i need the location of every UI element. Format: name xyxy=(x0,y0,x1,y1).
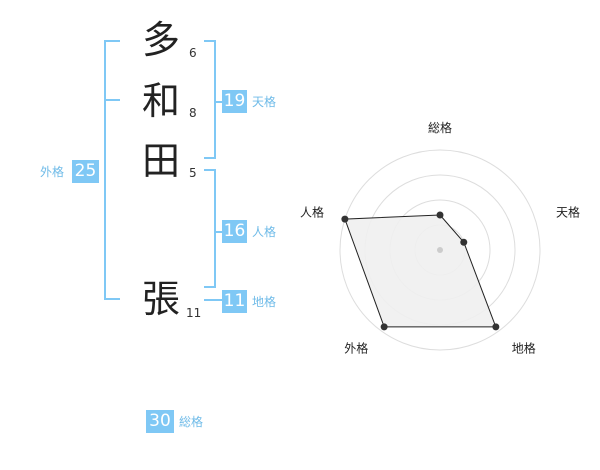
soukaku-label: 総格 xyxy=(179,415,204,429)
bracket-connector xyxy=(214,231,222,233)
chikaku-connector xyxy=(204,299,222,301)
radar-center xyxy=(437,247,443,253)
radar-area xyxy=(344,214,497,328)
bracket-tick xyxy=(104,298,120,300)
radar-axis-label: 総格 xyxy=(428,120,452,135)
gaikaku-label: 外格 xyxy=(40,165,65,179)
bracket-connector xyxy=(214,101,222,103)
radar-ring xyxy=(339,149,541,351)
stroke-count: 8 xyxy=(189,106,197,120)
soukaku-value: 30 xyxy=(146,410,174,433)
bracket-tick xyxy=(204,40,216,42)
chikaku-value: 11 xyxy=(222,290,247,313)
tenkaku-bracket xyxy=(214,40,216,159)
name-character: 多 xyxy=(141,18,180,62)
bracket-tick xyxy=(104,40,120,42)
radar-axis-label: 天格 xyxy=(556,204,580,219)
gaikaku-value: 25 xyxy=(72,160,99,183)
stroke-count: 11 xyxy=(186,306,202,320)
name-character: 張 xyxy=(141,277,180,321)
radar-point xyxy=(341,215,349,223)
radar-axis-label: 地格 xyxy=(512,341,536,356)
jinkaku-value: 16 xyxy=(222,220,247,243)
radar-axis-label: 外格 xyxy=(344,341,368,356)
name-character: 和 xyxy=(141,79,180,123)
stroke-count: 6 xyxy=(189,46,197,60)
jinkaku-label: 人格 xyxy=(252,225,277,239)
radar-point xyxy=(380,323,388,331)
bracket-tick xyxy=(204,286,216,288)
name-character: 田 xyxy=(141,139,180,183)
tenkaku-label: 天格 xyxy=(252,95,277,109)
chikaku-label: 地格 xyxy=(252,295,277,309)
radar-point xyxy=(436,211,444,219)
jinkaku-bracket xyxy=(214,169,216,288)
stroke-count: 5 xyxy=(189,166,197,180)
radar-axis-label: 人格 xyxy=(300,204,324,219)
bracket-tick xyxy=(204,157,216,159)
bracket-tick xyxy=(204,169,216,171)
name-diagram: 多 6 和 8 田 5 張 11 19 天格 16 人格 11 地格 外格 25… xyxy=(0,0,290,470)
radar-point xyxy=(460,238,468,246)
radar-points xyxy=(341,211,500,331)
tenkaku-value: 19 xyxy=(222,90,247,113)
gaikaku-bracket xyxy=(104,40,106,300)
radar-point xyxy=(492,323,500,331)
bracket-tick xyxy=(104,99,120,101)
